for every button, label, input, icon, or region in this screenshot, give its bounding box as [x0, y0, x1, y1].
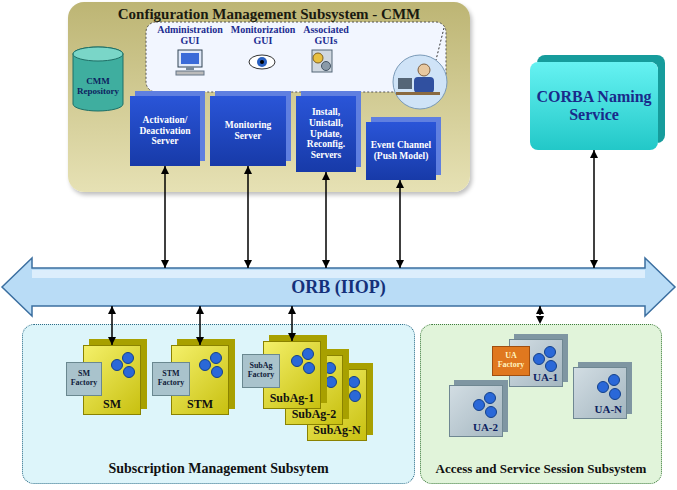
node-text: ORB (IIOP): [291, 277, 386, 297]
node-text: SubAg-2: [292, 408, 337, 421]
node-text: Subscription Management Subsytem: [108, 461, 328, 477]
node-text: STM Factory: [154, 370, 188, 388]
factory-box: STM Factory: [152, 362, 190, 396]
factory-box: UA Factory: [492, 346, 530, 376]
agent-box: UA-1UA Factory: [509, 339, 563, 387]
subsystem-panel: Access and Service Session Subsystem UA-1…: [420, 324, 662, 484]
agent-box: UA-N: [573, 367, 627, 419]
node-text: SubAg Factory: [244, 362, 278, 380]
agent-box: UA-2: [449, 385, 503, 437]
connector: [111, 306, 113, 345]
node-text: UA-2: [473, 421, 498, 433]
node-text: SubAg-N: [313, 424, 360, 437]
node-text: Monitoring Server: [213, 120, 283, 141]
connector: [399, 180, 401, 268]
connector: [247, 166, 249, 268]
server-box: Activation/ Deactivation Server: [130, 96, 200, 166]
component-box: STMSTM Factory: [171, 345, 229, 415]
gui-label: Monitorization GUI: [230, 24, 296, 46]
subsystem-panel: SubAg-N SubAg-2Subscription Management Su…: [22, 324, 415, 484]
connector: [199, 306, 201, 345]
repository-cylinder: CMM Repository: [72, 46, 124, 112]
connector: [291, 306, 293, 341]
factory-box: SubAg Factory: [242, 354, 280, 388]
node-text: UA-N: [595, 403, 623, 415]
connector: [325, 172, 327, 268]
node-text: CORBA Naming Service: [536, 88, 652, 124]
node-text: CMM Repository: [73, 76, 123, 96]
component-box: SMSM Factory: [83, 345, 141, 415]
naming-service-box: CORBA Naming Service: [530, 62, 658, 150]
node-text: UA-1: [533, 371, 558, 383]
node-text: SM: [103, 398, 121, 411]
node-text: SM Factory: [68, 370, 100, 388]
node-text: UA Factory: [494, 352, 528, 370]
server-box: Install, Unistall, Update, Reconfig. Ser…: [296, 96, 356, 172]
gui-label: Associated GUIs: [298, 24, 354, 46]
connector: [593, 150, 595, 268]
node-text: SubAg-1: [270, 392, 315, 405]
gui-label: Administration GUI: [150, 24, 230, 46]
component-box: SubAg-1SubAg Factory: [263, 341, 321, 409]
bus-arrow: ORB (IIOP): [2, 268, 675, 306]
node-text: STM: [187, 398, 213, 411]
node-text: Configuration Management Subsystem - CMM: [118, 6, 420, 23]
node-text: Install, Unistall, Update, Reconfig. Ser…: [299, 107, 353, 160]
node-text: Access and Service Session Subsystem: [436, 462, 647, 477]
factory-box: SM Factory: [66, 362, 102, 396]
connector: [539, 306, 541, 324]
server-box: Monitoring Server: [210, 96, 286, 166]
event-channel-box: Event Channel (Push Model): [366, 122, 436, 180]
node-text: Event Channel (Push Model): [369, 140, 433, 161]
node-text: Activation/ Deactivation Server: [133, 115, 197, 147]
connector: [164, 166, 166, 268]
